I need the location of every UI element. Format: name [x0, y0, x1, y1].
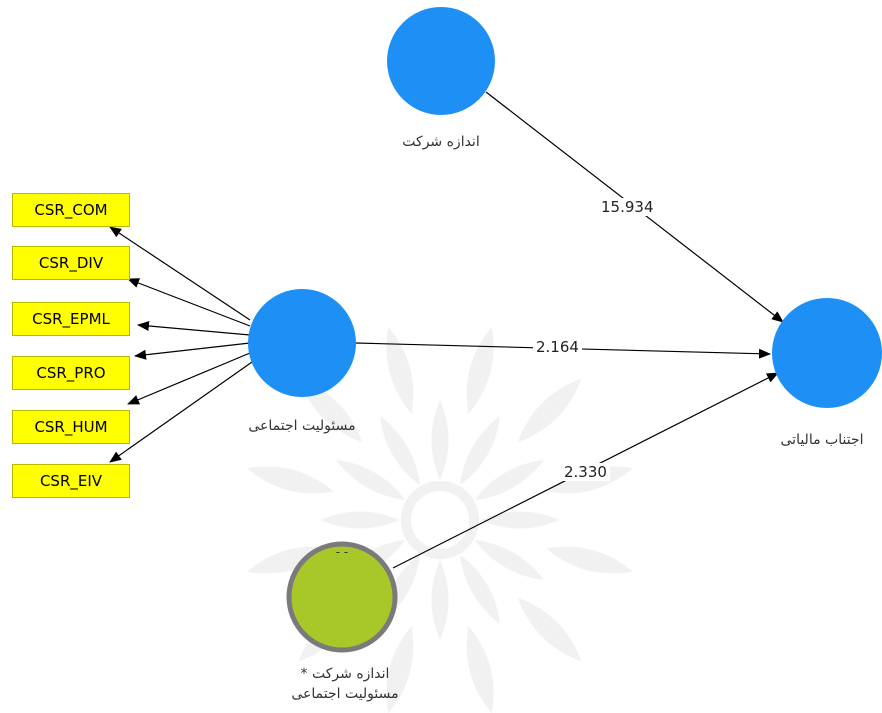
watermark-center: [401, 481, 479, 559]
watermark-petal: [386, 326, 414, 414]
indicator-csr-eiv[interactable]: CSR_EIV: [12, 464, 130, 498]
watermark-petal: [474, 540, 544, 580]
indicator-csr-com[interactable]: CSR_COM: [12, 193, 130, 227]
label-csr: مسئولیت اجتماعی: [248, 418, 356, 434]
watermark-petal: [474, 460, 544, 500]
watermark-petal: [431, 400, 449, 480]
label-moderator-line1: اندازه شرکت *: [300, 666, 390, 682]
path-label-firm-size-to-tax: 15.934: [598, 198, 657, 216]
path-label-moderator-to-tax: 2.330: [561, 463, 610, 481]
moderator-dots: - -: [336, 545, 348, 559]
watermark-petal: [517, 597, 582, 662]
watermark-petal: [466, 626, 494, 713]
loading-arrow-csr-hum: [127, 352, 251, 405]
construct-csr[interactable]: [248, 289, 356, 397]
indicator-csr-epml[interactable]: CSR_EPML: [12, 302, 130, 336]
watermark-petal: [460, 554, 500, 624]
indicator-csr-hum[interactable]: CSR_HUM: [12, 410, 130, 444]
label-moderator: اندازه شرکت * مسئولیت اجتماعی: [265, 664, 425, 704]
construct-tax-avoidance[interactable]: [772, 298, 882, 408]
loading-arrow-csr-com: [109, 226, 251, 321]
construct-firm-size[interactable]: [387, 7, 495, 115]
watermark-petal: [546, 546, 634, 574]
indicator-csr-pro[interactable]: CSR_PRO: [12, 356, 130, 390]
watermark-petal: [517, 378, 582, 443]
loading-arrow-csr-pro: [134, 342, 251, 360]
watermark-petal: [460, 416, 500, 486]
label-tax-avoidance: اجتناب مالیاتی: [780, 432, 864, 448]
watermark-petal: [320, 511, 400, 529]
label-firm-size: اندازه شرکت: [402, 134, 480, 150]
loading-arrow-csr-epml: [137, 320, 251, 336]
loading-arrow-csr-div: [127, 278, 251, 327]
watermark-petal: [386, 626, 414, 713]
watermark-petal: [246, 466, 334, 494]
watermark-petal: [336, 460, 406, 500]
watermark-petal: [431, 560, 449, 640]
construct-moderator[interactable]: [286, 541, 398, 653]
watermark-petal: [480, 511, 560, 529]
label-moderator-line2: مسئولیت اجتماعی: [291, 686, 399, 702]
watermark-petal: [466, 326, 494, 414]
watermark-petal: [380, 416, 420, 486]
path-label-csr-to-tax: 2.164: [533, 338, 582, 356]
loading-arrow-csr-eiv: [109, 361, 253, 463]
indicator-csr-div[interactable]: CSR_DIV: [12, 246, 130, 280]
watermark-rosette: [246, 326, 634, 713]
